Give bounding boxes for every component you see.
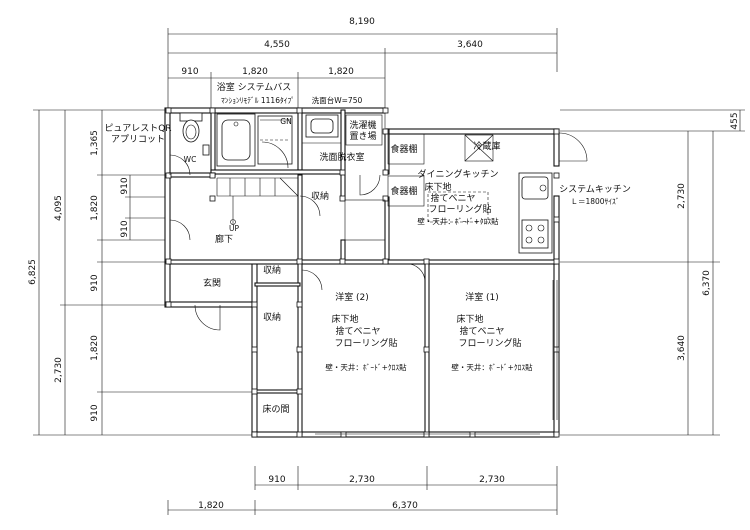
washer-space — [345, 114, 383, 146]
dim-left-total: 6,825 — [28, 259, 38, 285]
cupboard-2 — [387, 175, 425, 207]
dim-top-mid-right: 3,640 — [457, 40, 483, 50]
doors — [169, 132, 588, 331]
dining-wall-spec: 壁・天井：ﾎﾞｰﾄﾞ+ｸﾛｽ貼 — [417, 216, 499, 226]
cupboard-label-2: 食器棚 — [390, 185, 417, 197]
bath-sub-label: ﾏﾝｼｮﾝﾘﾓﾃﾞﾙ 1116ﾀｲﾌﾟ — [221, 96, 295, 105]
room1-wall-spec: 壁・天井：ﾎﾞｰﾄﾞ+ｸﾛｽ貼 — [451, 362, 533, 372]
entrance-label: 玄関 — [203, 277, 221, 289]
room2-floor-1: 床下地 — [331, 313, 358, 325]
dining-table — [427, 191, 489, 223]
room2-floor-2: 捨てベニヤ — [335, 325, 380, 337]
fridge-fixture — [464, 134, 494, 162]
bathtub-fixture — [216, 113, 293, 167]
room2-wall-spec: 壁・天井：ﾎﾞｰﾄﾞ+ｸﾛｽ貼 — [325, 362, 407, 372]
storage-label-2: 収納 — [263, 264, 281, 276]
dim-left-1365: 1,365 — [90, 130, 100, 156]
toilet-fixture — [179, 112, 210, 156]
fridge-label: 冷蔵庫 — [473, 140, 500, 152]
dimension-labels: 8,190 4,550 3,640 910 1,820 1,820 910 2,… — [28, 17, 740, 511]
room1-floor-2: 捨てベニヤ — [459, 325, 504, 337]
toilet-color-label: アプリコット — [111, 134, 165, 145]
bath-label: 浴室 システムバス — [217, 81, 292, 93]
dim-left-1820a: 1,820 — [90, 195, 100, 221]
room1-floor-3: フローリング貼 — [458, 337, 521, 349]
dim-top-a: 910 — [181, 67, 198, 77]
toilet-model-label: ピュアレストQR — [104, 123, 171, 134]
storage-label-3: 収納 — [263, 311, 281, 323]
washer-label: 洗濯機 — [349, 119, 376, 131]
dim-bottom-b: 2,730 — [349, 475, 375, 485]
room2-label: 洋室 (2) — [335, 291, 369, 303]
cupboard-1 — [387, 133, 425, 165]
cupboard-label-1: 食器棚 — [390, 143, 417, 155]
dining-label: ダイニングキッチン — [417, 168, 498, 180]
tokonoma-label: 床の間 — [262, 403, 289, 415]
room-labels: 浴室 システムバス ﾏﾝｼｮﾝﾘﾓﾃﾞﾙ 1116ﾀｲﾌﾟ 洗面台W=750 ピ… — [104, 81, 630, 415]
dim-right-3640: 3,640 — [677, 335, 687, 361]
dining-floor-1: 床下地 — [424, 181, 451, 193]
dressing-label: 洗面脱衣室 — [319, 151, 364, 163]
dimension-lines — [33, 28, 745, 515]
dim-top-mid-left: 4,550 — [264, 40, 290, 50]
dim-right-2730: 2,730 — [677, 183, 687, 209]
dim-bottom-left: 1,820 — [198, 501, 224, 511]
stairs-up-label: UP — [229, 224, 239, 233]
staircase — [216, 177, 299, 225]
dim-top-total: 8,190 — [349, 17, 375, 27]
room2-floor-3: フローリング貼 — [334, 337, 397, 349]
hall-label: 廊下 — [215, 233, 233, 245]
structural-posts — [165, 107, 560, 438]
kitchen-counter — [518, 172, 553, 254]
dim-left-910d: 910 — [90, 404, 100, 421]
gas-label: GN — [280, 117, 291, 126]
dim-bottom-c: 2,730 — [479, 475, 505, 485]
dim-left-910c: 910 — [90, 274, 100, 291]
room1-floor-1: 床下地 — [456, 313, 483, 325]
dim-left-lower: 2,730 — [54, 357, 64, 383]
windows — [164, 185, 558, 435]
dim-right-455: 455 — [730, 112, 740, 129]
dining-floor-2: 捨てベニヤ — [430, 192, 475, 204]
kitchen-label: システムキッチン — [559, 184, 631, 195]
dim-left-910b: 910 — [120, 220, 130, 237]
storage-label-1: 収納 — [311, 190, 329, 202]
vanity-label: 洗面台W=750 — [312, 95, 363, 105]
dim-top-c: 1,820 — [328, 67, 354, 77]
dim-right-6370: 6,370 — [702, 270, 712, 296]
dim-bottom-right: 6,370 — [392, 501, 418, 511]
dim-left-1820b: 1,820 — [90, 335, 100, 361]
dim-left-910a: 910 — [120, 177, 130, 194]
room1-label: 洋室 (1) — [465, 291, 499, 303]
washer-label-2: 置き場 — [349, 130, 376, 142]
vanity-fixture — [305, 114, 339, 138]
dim-top-b: 1,820 — [242, 67, 268, 77]
kitchen-size-label: Ｌ＝1800ｻｲｽﾞ — [570, 197, 619, 206]
dim-left-upper: 4,095 — [54, 195, 64, 221]
wc-label: WC — [184, 155, 197, 164]
dining-floor-3: フローリング貼 — [428, 203, 491, 215]
dim-bottom-a: 910 — [268, 475, 285, 485]
